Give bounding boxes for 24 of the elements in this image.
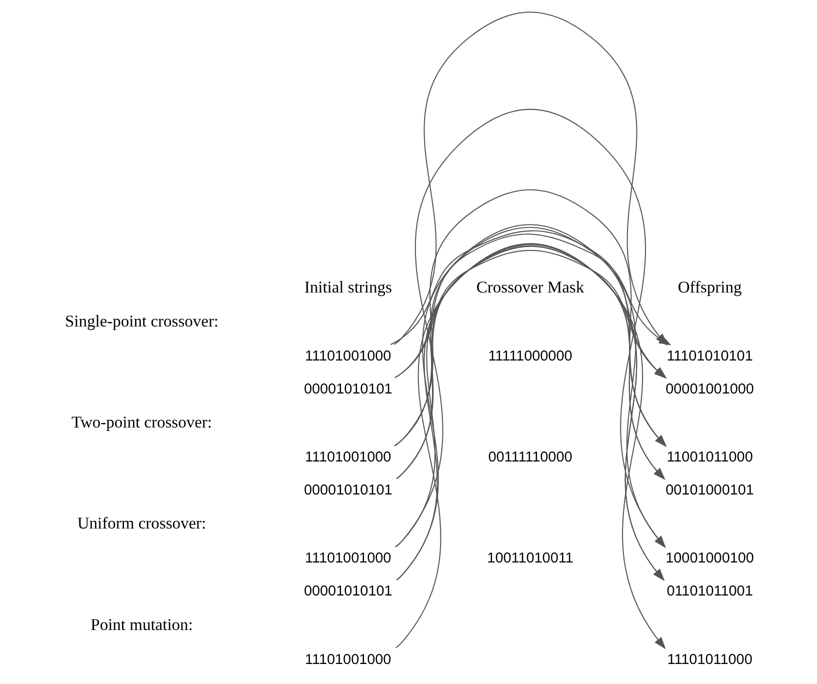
label: 00111110000 [488, 450, 572, 466]
node-text: 11101001000 [305, 450, 392, 466]
node-text: 11101001000 [305, 348, 392, 364]
node-text: 00001010101 [304, 381, 392, 398]
node-text: 00001010101 [304, 482, 392, 499]
label: Initial strings [304, 277, 392, 296]
node-text: 10001000100 [666, 550, 754, 567]
node-text: 11101001000 [305, 652, 392, 668]
label: Two-point crossover: [72, 412, 212, 432]
node-text: 11101011000 [667, 652, 752, 668]
label: Point mutation: [90, 614, 193, 634]
node-text: 00001010101 [304, 584, 392, 600]
label: 11111000000 [488, 348, 572, 364]
label: 10011010011 [487, 550, 574, 567]
node-text: 00101000101 [666, 482, 754, 499]
label: Crossover Mask [476, 277, 584, 296]
node-text: 00001001000 [666, 381, 754, 398]
node-text: 01101011001 [666, 584, 753, 600]
node-text: 11001011000 [666, 450, 753, 466]
label: Uniform crossover: [77, 514, 206, 533]
label: Offspring [678, 277, 742, 296]
label: Single-point crossover: [65, 311, 219, 330]
node-text: 11101001000 [305, 550, 392, 567]
node-text: 11101010101 [666, 348, 753, 364]
